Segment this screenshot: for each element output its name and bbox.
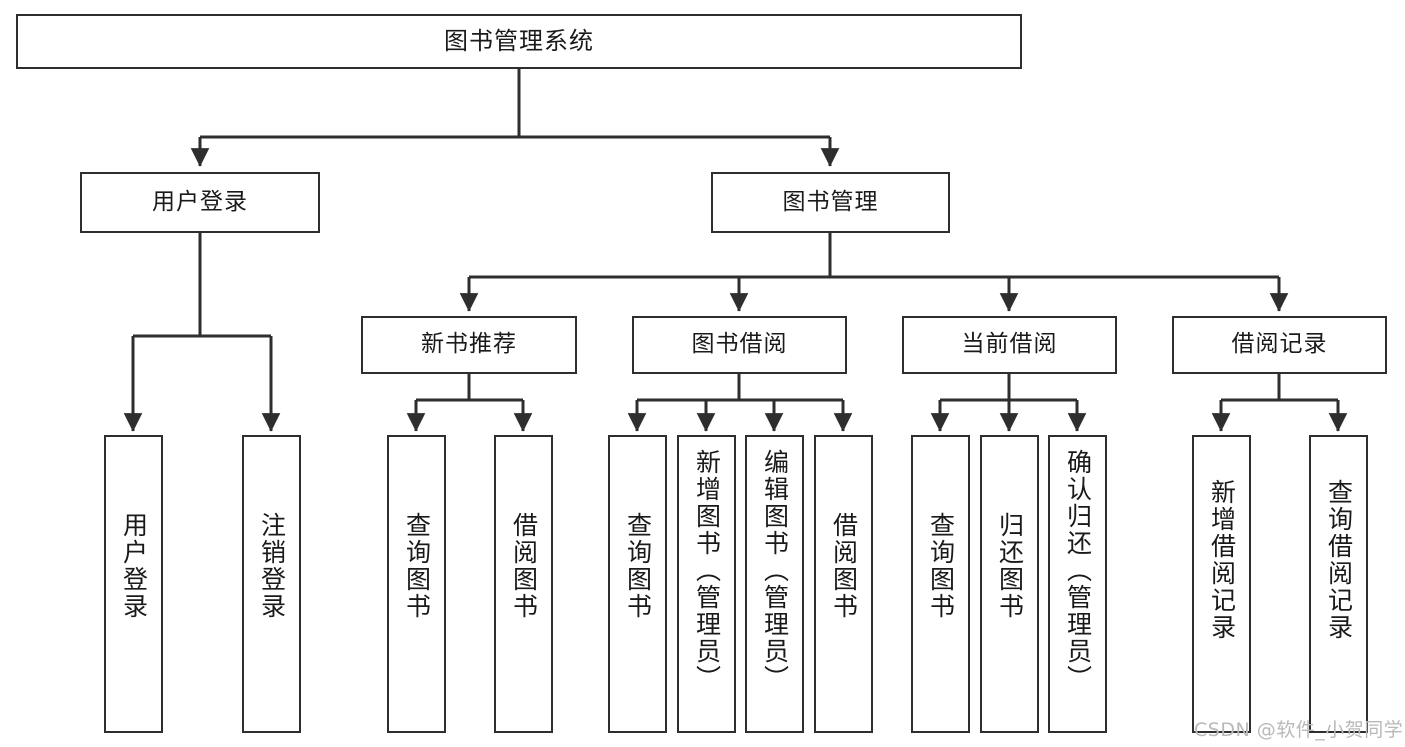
leaf-logout-login-label: 注销登录 bbox=[257, 512, 287, 620]
node-borrow-record[interactable]: 借阅记录 bbox=[1172, 316, 1387, 374]
leaf-query-book-2-label: 查询图书 bbox=[623, 512, 653, 620]
node-current-borrow[interactable]: 当前借阅 bbox=[902, 316, 1117, 374]
leaf-query-book-borrow[interactable]: 查询图书 bbox=[608, 435, 667, 733]
leaf-user-login[interactable]: 用户登录 bbox=[104, 435, 163, 733]
leaf-query-borrow-record[interactable]: 查询借阅记录 bbox=[1309, 435, 1368, 733]
node-book-manage[interactable]: 图书管理 bbox=[711, 172, 950, 233]
leaf-query-book-new-recommend[interactable]: 查询图书 bbox=[387, 435, 446, 733]
leaf-edit-book-label: 编辑图书（管理员） bbox=[760, 449, 790, 692]
node-book-borrow[interactable]: 图书借阅 bbox=[632, 316, 847, 374]
leaf-query-book-3-label: 查询图书 bbox=[926, 512, 956, 620]
leaf-add-record-label: 新增借阅记录 bbox=[1207, 479, 1237, 641]
node-user-login-label: 用户登录 bbox=[152, 188, 248, 215]
leaf-add-book-label: 新增图书（管理员） bbox=[692, 449, 722, 692]
leaf-logout-login[interactable]: 注销登录 bbox=[242, 435, 301, 733]
node-borrow-record-label: 借阅记录 bbox=[1231, 331, 1328, 358]
leaf-confirm-return-label: 确认归还（管理员） bbox=[1063, 449, 1093, 692]
node-new-book-recommend-label: 新书推荐 bbox=[421, 331, 517, 358]
node-new-book-recommend[interactable]: 新书推荐 bbox=[361, 316, 577, 374]
node-user-login[interactable]: 用户登录 bbox=[80, 172, 320, 233]
node-book-borrow-label: 图书借阅 bbox=[691, 331, 788, 358]
node-root-label: 图书管理系统 bbox=[444, 27, 594, 56]
leaf-return-book-label: 归还图书 bbox=[995, 512, 1025, 620]
leaf-borrow-book-new-recommend[interactable]: 借阅图书 bbox=[494, 435, 553, 733]
leaf-add-borrow-record[interactable]: 新增借阅记录 bbox=[1192, 435, 1251, 733]
leaf-return-book[interactable]: 归还图书 bbox=[980, 435, 1039, 733]
csdn-watermark: CSDN @软件_小贺同学 bbox=[1194, 719, 1404, 741]
leaf-query-book-1-label: 查询图书 bbox=[402, 512, 432, 620]
leaf-query-record-label: 查询借阅记录 bbox=[1324, 479, 1354, 641]
leaf-user-login-label: 用户登录 bbox=[119, 512, 149, 620]
leaf-confirm-return-admin[interactable]: 确认归还（管理员） bbox=[1048, 435, 1107, 733]
leaf-edit-book-admin[interactable]: 编辑图书（管理员） bbox=[745, 435, 804, 733]
node-current-borrow-label: 当前借阅 bbox=[961, 331, 1058, 358]
leaf-borrow-book-borrow[interactable]: 借阅图书 bbox=[814, 435, 873, 733]
node-book-manage-label: 图书管理 bbox=[782, 188, 879, 215]
leaf-borrow-book-2-label: 借阅图书 bbox=[829, 512, 859, 620]
leaf-add-book-admin[interactable]: 新增图书（管理员） bbox=[677, 435, 736, 733]
leaf-borrow-book-1-label: 借阅图书 bbox=[509, 512, 539, 620]
leaf-query-book-current[interactable]: 查询图书 bbox=[911, 435, 970, 733]
node-root-book-management-system[interactable]: 图书管理系统 bbox=[16, 14, 1022, 69]
